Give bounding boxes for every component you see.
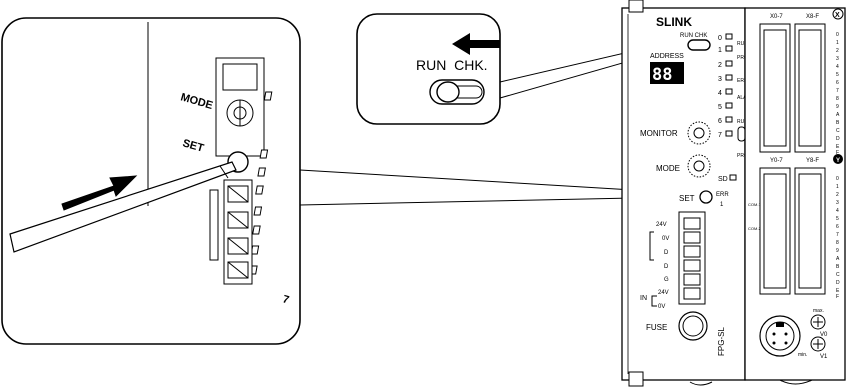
channel-label: 7 (718, 132, 722, 139)
run-label: RUN (737, 119, 748, 125)
v0-label: V0 (820, 332, 828, 338)
channel-label: 2 (718, 62, 722, 69)
in-label: IN (640, 295, 647, 302)
err-digit: 1 (720, 202, 724, 208)
v1-label: V1 (820, 354, 828, 360)
fuse-label: FUSE (646, 323, 667, 332)
svg-text:7: 7 (836, 232, 839, 238)
channel-leds: 0 1 2 3 4 5 6 7 (718, 33, 733, 139)
io-unit: X0-7 X8-F X Y0-7 Y8-F Y COM.1 COM.2 0 1 … (744, 7, 846, 385)
svg-text:0: 0 (836, 32, 839, 38)
brand-logo: SLINK (656, 15, 692, 29)
svg-text:1: 1 (836, 184, 839, 190)
push-arrow (61, 175, 138, 211)
address-display (650, 62, 684, 84)
model-label: FPG-SL (717, 327, 726, 356)
power-label: 0V (662, 236, 669, 242)
channel-label: 5 (718, 104, 722, 111)
power-label: D (664, 250, 669, 256)
terminal-block (209, 179, 253, 285)
power-label: 24V (656, 222, 667, 228)
channel-label: 4 (718, 90, 722, 97)
svg-text:3: 3 (836, 200, 839, 206)
callout-run-chk-switch: RUN CHK. (356, 13, 501, 125)
svg-text:3: 3 (836, 56, 839, 62)
mode-rotary-switch (215, 57, 265, 157)
svg-text:8: 8 (836, 240, 839, 246)
callout-set-button: MODE SET 7 (1, 17, 301, 345)
run-chk-mini-switch[interactable] (687, 39, 711, 51)
svg-text:5: 5 (836, 72, 839, 78)
svg-text:7: 7 (836, 88, 839, 94)
sd-label: SD (718, 176, 728, 183)
svg-text:5: 5 (836, 216, 839, 222)
svg-text:B: B (836, 120, 840, 126)
com-label: COM.2 (748, 226, 761, 231)
svg-text:9: 9 (836, 104, 839, 110)
svg-text:6: 6 (836, 80, 839, 86)
main-unit: SLINK RUN CHK ADDRESS 88 0 1 2 3 4 5 6 7… (621, 0, 755, 387)
svg-text:E: E (836, 144, 840, 150)
in-power-label: 24V (658, 290, 669, 296)
channel-label: 0 (718, 35, 722, 42)
channel-label: 3 (718, 76, 722, 83)
monitor-label: MONITOR (640, 129, 678, 138)
channel-label: 6 (718, 118, 722, 125)
y-hex-labels: 0 1 2 3 4 5 6 7 8 9 A B C D E F (836, 176, 840, 300)
svg-text:6: 6 (836, 224, 839, 230)
indicator-leds (249, 91, 273, 275)
bottom-digit: 7 (281, 293, 290, 306)
svg-text:D: D (836, 136, 840, 142)
x-header-b: X8-F (806, 14, 819, 20)
set-label-unit: SET (679, 194, 695, 203)
run-prog-switch[interactable] (737, 126, 746, 142)
y-header-b: Y8-F (806, 158, 819, 164)
y-connectors (759, 167, 826, 295)
svg-text:9: 9 (836, 248, 839, 254)
power-label: D (664, 264, 669, 270)
svg-text:C: C (836, 272, 840, 278)
x-hex-labels: 0 1 2 3 4 5 6 7 8 9 A B C D E F (836, 32, 840, 156)
max-label: max. (813, 308, 824, 314)
svg-text:F: F (836, 150, 839, 156)
svg-text:2: 2 (836, 48, 839, 54)
min-label: min. (798, 352, 807, 358)
svg-text:8: 8 (836, 96, 839, 102)
address-label: ADDRESS (650, 53, 684, 60)
svg-text:B: B (836, 264, 840, 270)
svg-text:RUN: RUN (737, 41, 748, 47)
power-terminal-block (678, 211, 706, 305)
err-label: ERR (716, 192, 729, 198)
mode-label-unit: MODE (656, 164, 680, 173)
svg-text:0: 0 (836, 176, 839, 182)
x-header-a: X0-7 (770, 14, 783, 20)
svg-text:D: D (836, 280, 840, 286)
svg-text:1: 1 (836, 40, 839, 46)
svg-text:E: E (836, 288, 840, 294)
run-chk-toggle[interactable] (429, 79, 485, 105)
x-symbol: X (835, 12, 840, 19)
svg-text:A: A (836, 112, 840, 118)
run-chk-mini-label: RUN CHK (680, 33, 707, 39)
left-arrow (452, 33, 500, 55)
svg-text:4: 4 (836, 64, 839, 70)
svg-text:A: A (836, 256, 840, 262)
set-button-unit[interactable] (699, 190, 713, 204)
power-label: G (664, 277, 669, 283)
y-header-a: Y0-7 (770, 158, 783, 164)
svg-text:C: C (836, 128, 840, 134)
channel-label: 1 (718, 47, 722, 54)
y-symbol: Y (836, 158, 840, 164)
screwdriver (9, 161, 237, 253)
svg-text:2: 2 (836, 192, 839, 198)
svg-text:F: F (836, 294, 839, 300)
svg-text:4: 4 (836, 208, 839, 214)
x-connectors (759, 23, 826, 153)
in-power-label: 0V (658, 304, 665, 310)
set-label: SET (181, 137, 205, 155)
com-label: COM.1 (748, 202, 761, 207)
run-chk-labels: RUN CHK. (416, 57, 488, 73)
address-display-value: 88 (652, 65, 672, 85)
